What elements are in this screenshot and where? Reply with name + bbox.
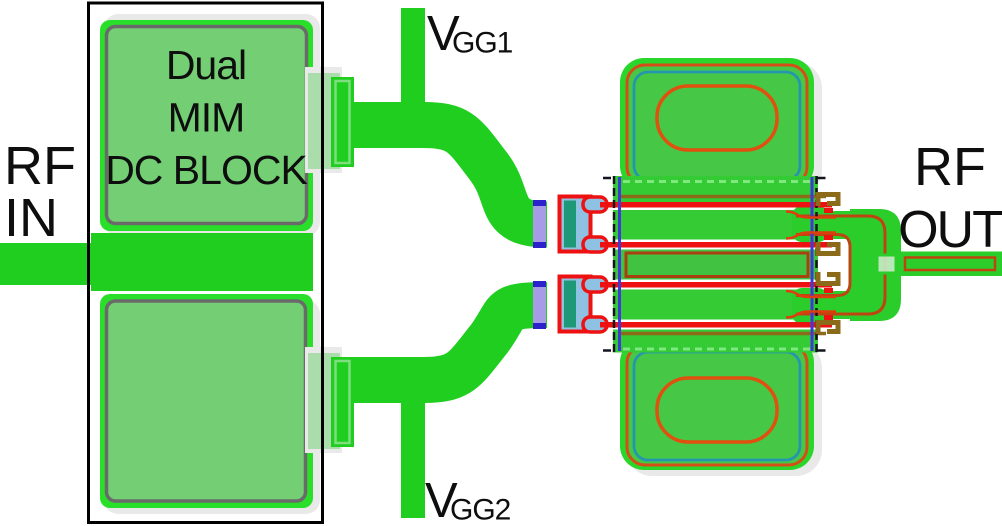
dc-block-label-line2: MIM <box>168 95 245 141</box>
source-via-top <box>655 84 779 152</box>
gate-finger <box>600 322 832 328</box>
source-pad-bottom <box>620 338 822 476</box>
gate-feed-top <box>557 194 609 254</box>
gate-network <box>352 8 549 518</box>
transistor-mesa <box>613 176 818 353</box>
vgg1-label: V <box>427 7 460 61</box>
rf-out-line <box>898 251 1002 276</box>
gate-finger <box>600 242 832 248</box>
dc-block-label-line1: Dual <box>166 42 246 88</box>
gate-finger-tip <box>824 288 833 293</box>
dc-block-label-line3: DC BLOCK <box>105 147 307 193</box>
labels: RF IN Dual MIM DC BLOCK V GG1 V GG2 RF O… <box>4 7 1002 526</box>
gate-finger <box>600 202 832 208</box>
gate-feed-bottom <box>557 274 609 334</box>
drain-contact-hook <box>815 242 841 256</box>
vgg2-stub <box>401 399 425 518</box>
rf-in-label-line2: IN <box>4 188 58 248</box>
dc-block <box>0 1 354 524</box>
drain-contact-hook <box>815 272 841 286</box>
mim-cap-top <box>100 20 313 231</box>
gate-finger-tip <box>824 235 833 240</box>
source-pad-top <box>620 58 822 196</box>
rf-out-label-line2: OUT <box>898 201 1002 259</box>
mesa-boundary-dashed <box>603 176 828 352</box>
drain-contact-hook <box>815 192 841 206</box>
via-band-top <box>533 200 546 248</box>
gate-line-top <box>352 102 549 248</box>
gate-finger <box>600 282 832 288</box>
vgg1-stub <box>401 8 425 106</box>
manifold-outline-inner <box>796 233 852 297</box>
gate-finger-tip <box>824 315 833 320</box>
vgg1-label-sub: GG1 <box>452 27 513 60</box>
drain-nozzle-bottom <box>785 289 836 319</box>
dc-block-through-bar <box>91 233 313 291</box>
drain-nozzle-top <box>785 210 836 240</box>
gate-fingers <box>600 202 833 328</box>
mesa-markings <box>603 176 841 352</box>
source-via-bottom <box>655 376 779 444</box>
mim-cap-bottom <box>100 294 313 508</box>
vgg2-label: V <box>425 474 458 526</box>
drain-manifold <box>792 206 901 324</box>
output-via-square <box>875 253 898 275</box>
vgg2-label-sub: GG2 <box>450 494 511 526</box>
rf-in-label-line1: RF <box>4 136 76 196</box>
rf-out-label-line1: RF <box>914 137 986 197</box>
via-band-bottom <box>533 281 546 329</box>
rf-in-line <box>0 243 92 285</box>
dc-block-outline <box>87 1 324 524</box>
gate-line-bottom <box>352 282 548 403</box>
source-mid-outline <box>624 251 810 278</box>
mesa-band-drain-2 <box>613 289 818 320</box>
gate-finger-tip <box>824 208 833 213</box>
drain-contact-hook <box>815 320 841 334</box>
mesa-band-drain-1 <box>613 210 818 240</box>
